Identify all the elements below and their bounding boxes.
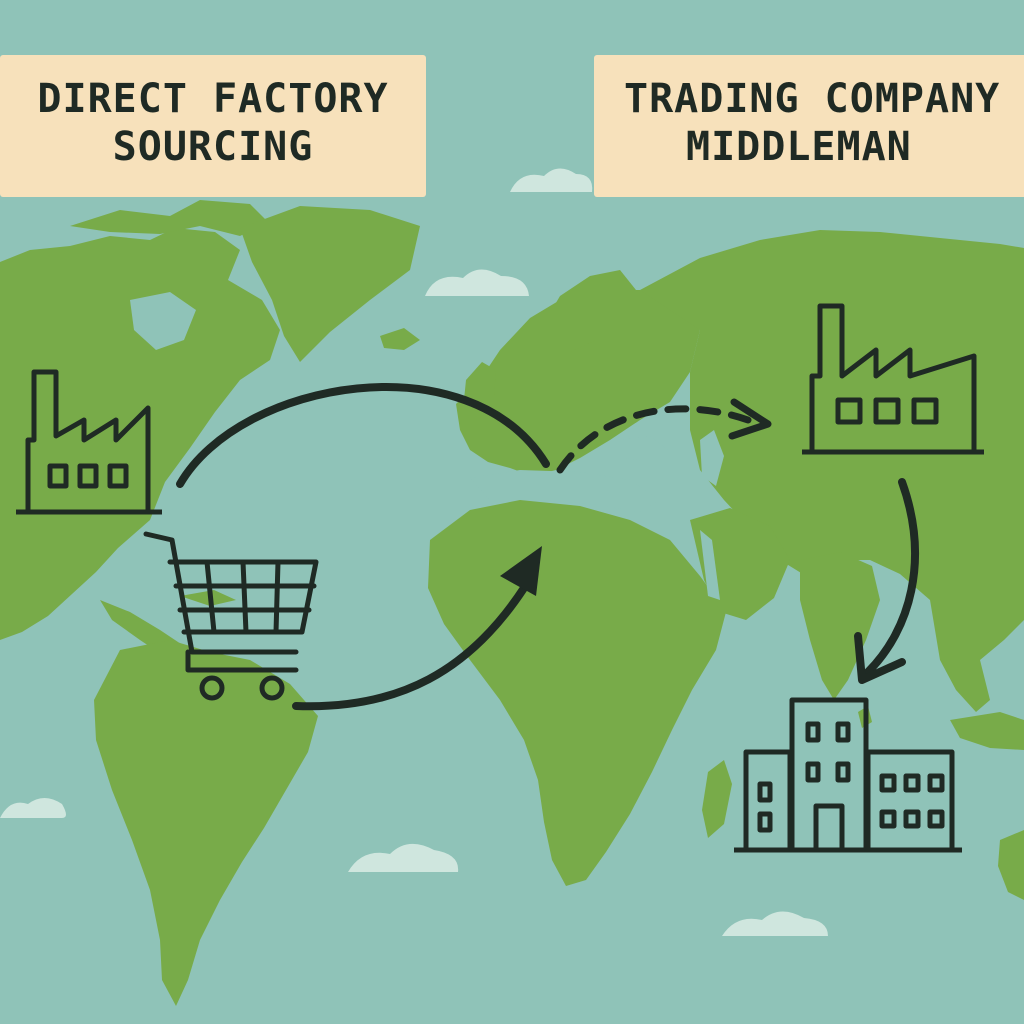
cloud <box>0 798 66 818</box>
cloud <box>510 168 593 192</box>
mediterranean-sea <box>470 470 660 512</box>
inland-seas <box>130 292 724 600</box>
office-building-icon <box>734 697 962 853</box>
continent-south-america <box>94 640 318 1006</box>
cloud <box>722 911 828 936</box>
cloud <box>425 269 529 296</box>
label-line: SOURCING <box>112 124 314 170</box>
dashed-arc-to-trading-factory <box>556 405 752 474</box>
region-scandinavia <box>540 270 636 352</box>
arrowhead-up <box>500 546 542 596</box>
label-line: DIRECT FACTORY <box>37 76 389 122</box>
arrowhead-dashed <box>728 398 772 440</box>
direct-factory-sourcing-label: DIRECT FACTORY SOURCING <box>0 55 426 197</box>
caspian-sea <box>700 430 724 486</box>
continent-africa <box>428 500 726 886</box>
factory-icon <box>16 369 162 515</box>
arctic-islands <box>70 200 268 236</box>
label-line: MIDDLEMAN <box>686 124 912 170</box>
caribbean-islands <box>180 590 236 606</box>
red-sea <box>700 530 720 600</box>
arc-factory-to-europe <box>176 383 550 488</box>
arc-cart-to-europe <box>292 584 528 711</box>
continent-australia <box>998 830 1024 900</box>
shopping-cart-icon <box>143 531 319 701</box>
continent-greenland <box>240 206 420 362</box>
region-southeast-asia <box>930 600 990 712</box>
continent-asia <box>640 230 1024 660</box>
trading-company-middleman-label: TRADING COMPANY MIDDLEMAN <box>594 55 1024 197</box>
label-line: TRADING COMPANY <box>624 76 1001 122</box>
islands-indonesia <box>950 712 1024 750</box>
continents <box>0 200 1024 1006</box>
arc-factory-to-office <box>864 478 919 676</box>
region-india <box>800 552 880 700</box>
arrowhead-down <box>854 632 906 684</box>
island-madagascar <box>702 760 732 838</box>
cloud <box>348 843 459 872</box>
hudson-bay <box>130 292 196 350</box>
island-iceland <box>380 328 420 350</box>
clouds <box>0 168 828 936</box>
island-british-isles <box>464 362 496 408</box>
factory-icon <box>802 303 984 455</box>
black-sea <box>620 436 668 462</box>
continent-north-america <box>0 228 280 640</box>
